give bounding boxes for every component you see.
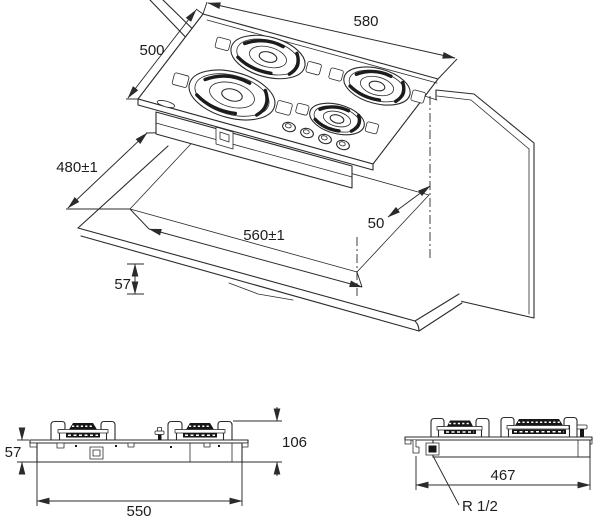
glass-front-edge xyxy=(137,98,374,171)
dim-label-rear-clearance: 50 xyxy=(368,215,385,232)
pan-support-end xyxy=(364,121,379,135)
dim-cutout-depth: 480±1 xyxy=(56,131,203,210)
burner-rear-left xyxy=(214,34,322,80)
dim-front-width: 550 xyxy=(36,462,243,518)
dim-label-hob-depth: 500 xyxy=(139,42,164,59)
ignition-box-front xyxy=(89,446,104,460)
knob-side-elevation xyxy=(576,424,588,437)
dim-rear-clearance: 50 xyxy=(368,185,431,232)
dim-label-body-below-top: 57 xyxy=(114,276,131,293)
dim-body-below-top: 57 xyxy=(114,263,144,295)
hob-body-side xyxy=(432,439,591,458)
dim-label-front-width: 550 xyxy=(126,503,151,518)
pan-support-right xyxy=(167,420,233,441)
dim-overall-height: 106 xyxy=(233,407,307,476)
dim-front-height: 57 xyxy=(5,427,37,475)
pan-support-end xyxy=(328,67,344,82)
dim-label-front-height: 57 xyxy=(5,444,22,461)
burner-head xyxy=(515,419,563,426)
dim-label-cutout-depth: 480±1 xyxy=(56,159,98,176)
burner-rear-right xyxy=(328,66,426,106)
knob xyxy=(282,121,296,133)
pan-support-side-right xyxy=(500,416,578,438)
dim-label-hob-width: 580 xyxy=(353,13,378,30)
knob xyxy=(336,139,350,151)
dim-label-overall-height: 106 xyxy=(282,434,307,451)
dim-hob-depth: 500 xyxy=(126,8,204,100)
dim-label-cutout-width: 560±1 xyxy=(243,227,285,244)
dim-cutout-width: 560±1 xyxy=(129,208,363,288)
brand-badge xyxy=(156,100,176,108)
pan-support-end xyxy=(275,100,293,116)
worktop-front-notch xyxy=(228,282,294,301)
burner-front-right xyxy=(295,102,379,136)
pan-support-side-left xyxy=(430,417,490,438)
isometric-view: 580 500 480±1 560±1 50 xyxy=(56,0,535,332)
dim-hob-width: 580 xyxy=(202,1,458,80)
front-elevation-view: 57 550 106 xyxy=(5,407,307,518)
dim-label-side-length: 467 xyxy=(490,467,515,484)
gas-connection-label: R 1/2 xyxy=(462,498,498,515)
pan-support-end xyxy=(295,102,310,116)
gas-connection-callout: R 1/2 xyxy=(432,455,498,515)
hob-body-front xyxy=(36,442,243,463)
control-knobs xyxy=(282,121,350,151)
dim-side-length: 467 xyxy=(415,456,591,490)
mounting-bracket xyxy=(412,439,420,454)
side-elevation-view: 467 R 1/2 xyxy=(404,416,593,515)
burner-front-left xyxy=(171,69,293,121)
pan-support-end xyxy=(171,72,190,88)
knob-front-elevation xyxy=(154,427,165,440)
knob xyxy=(300,127,314,139)
knob xyxy=(318,133,332,145)
pan-support-end xyxy=(305,61,322,76)
hob xyxy=(137,13,439,189)
pan-support-end xyxy=(410,89,426,104)
pan-support-left xyxy=(50,420,116,441)
pan-support-end xyxy=(214,36,231,51)
